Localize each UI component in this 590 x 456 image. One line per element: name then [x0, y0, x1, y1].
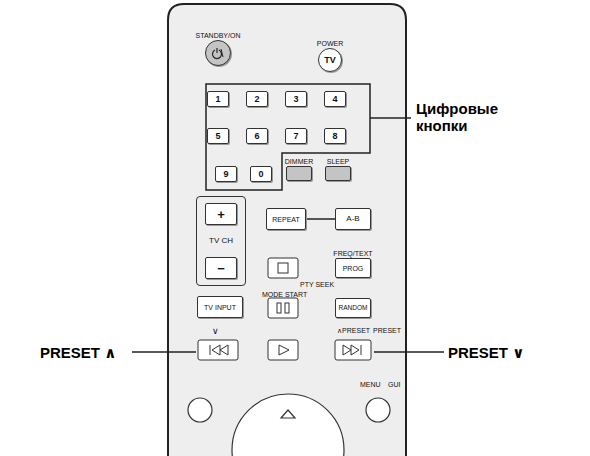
- remote-button: A-B: [335, 208, 371, 230]
- button-group: TV CH + −: [196, 196, 246, 286]
- button-label: 0: [258, 170, 263, 179]
- button-label: 5: [215, 132, 220, 141]
- button-label: RANDOM: [339, 305, 368, 312]
- button-label: −: [217, 262, 225, 275]
- remote-button: REPEAT: [266, 208, 306, 230]
- button-label: PROG: [343, 265, 364, 272]
- button-label: 1: [215, 95, 220, 104]
- remote-button: 7: [285, 128, 307, 144]
- button-caption: STANDBY/ON: [196, 32, 241, 39]
- leader-line: [132, 351, 196, 353]
- button-caption: SLEEP: [327, 158, 350, 165]
- button-caption: DIMMER: [285, 158, 313, 165]
- remote-button: TV INPUT: [197, 296, 243, 318]
- remote-button: 0: [250, 166, 272, 182]
- remote-button: RANDOM: [335, 298, 371, 318]
- remote-button: 6: [246, 128, 268, 144]
- button-label: 6: [254, 132, 259, 141]
- remote-button: 1: [207, 91, 229, 107]
- printed-label: PRESET: [373, 327, 401, 334]
- button-label: 8: [332, 132, 337, 141]
- remote-button: 2: [246, 91, 268, 107]
- button-label: TV: [324, 56, 336, 65]
- group-caption: TV CH: [209, 237, 233, 245]
- button-caption: POWER: [317, 40, 343, 47]
- button-label: 7: [293, 132, 298, 141]
- symbol-buttons: [198, 258, 371, 360]
- remote-button: +: [205, 203, 237, 225]
- remote-button: 5: [207, 128, 229, 144]
- button-label: A-B: [346, 215, 359, 223]
- remote-button: POWERTV: [318, 48, 342, 72]
- remote-button: 8: [324, 128, 346, 144]
- remote-button: STANDBY/ON: [205, 40, 231, 66]
- remote-button: SLEEP: [325, 166, 351, 181]
- button-label: 3: [293, 95, 298, 104]
- leader-line: [374, 351, 444, 353]
- button-caption: FREQ/TEXT: [333, 250, 372, 257]
- button-label: 2: [254, 95, 259, 104]
- printed-label: GUI: [388, 381, 400, 388]
- callout-label: PRESET ∧: [40, 344, 116, 361]
- printed-label: PTY SEEK: [300, 281, 334, 288]
- button-label: 9: [223, 170, 228, 179]
- digit-outline: [206, 84, 370, 190]
- printed-label: ∨: [212, 327, 219, 336]
- button-label: +: [217, 208, 225, 221]
- power-symbol: [211, 46, 225, 60]
- remote-button: FREQ/TEXTPROG: [335, 258, 371, 278]
- printed-label: MENU: [360, 381, 381, 388]
- printed-label: MODE START: [262, 291, 307, 298]
- printed-label: ∧PRESET: [337, 327, 370, 334]
- remote-button: −: [205, 257, 237, 279]
- connector-line: [306, 219, 335, 220]
- remote-body: [168, 4, 406, 456]
- remote-button: 4: [324, 91, 346, 107]
- remote-button: DIMMER: [286, 166, 312, 181]
- button-label: 4: [332, 95, 337, 104]
- leader-line: [370, 117, 411, 119]
- remote-button: 3: [285, 91, 307, 107]
- callout-label: PRESET ∨: [448, 344, 524, 361]
- callout-label: Цифровые кнопки: [416, 100, 528, 135]
- remote-button: 9: [215, 166, 237, 182]
- button-label: TV INPUT: [204, 304, 236, 311]
- button-label: REPEAT: [272, 216, 300, 223]
- navigation-pad: [188, 394, 390, 456]
